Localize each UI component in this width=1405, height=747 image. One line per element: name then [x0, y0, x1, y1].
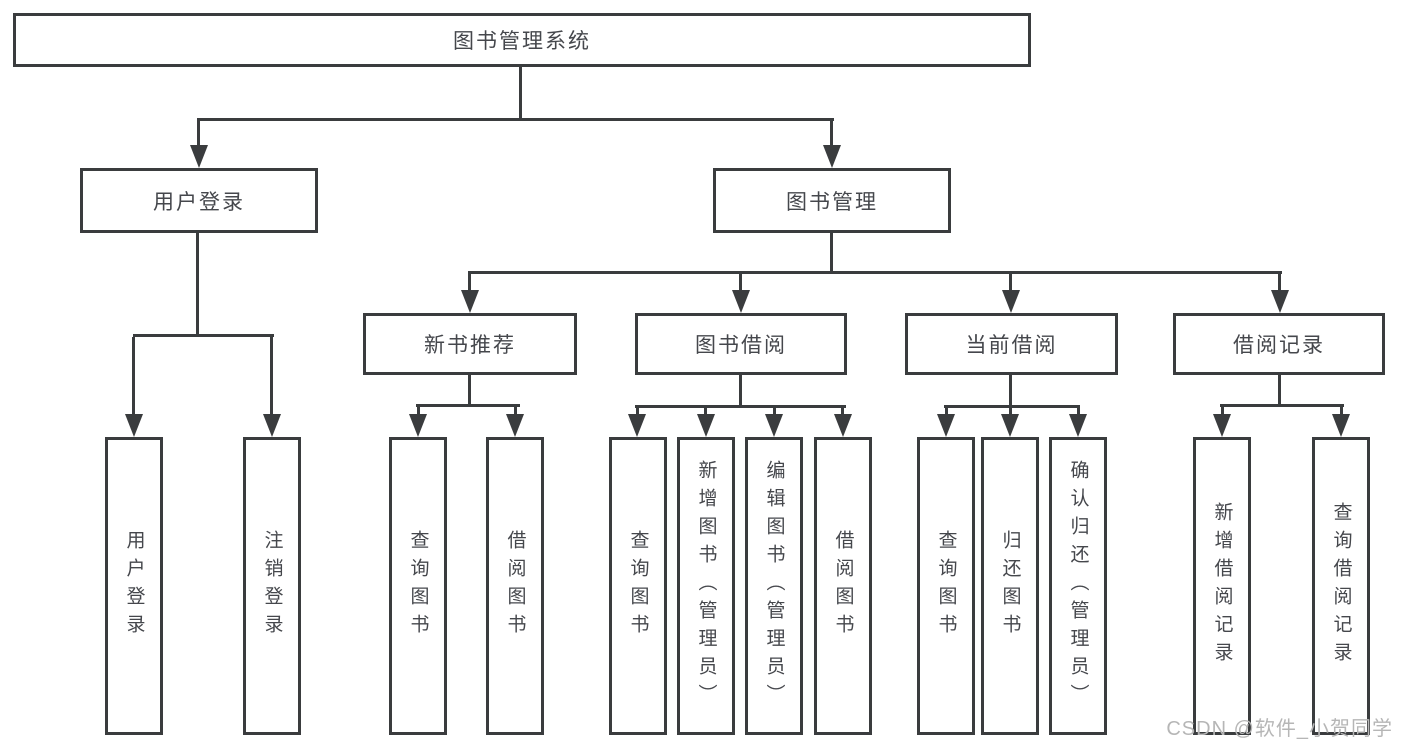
connector-line — [1278, 375, 1281, 406]
connector-line — [197, 118, 834, 121]
connector-line — [468, 274, 471, 292]
arrowhead-down-icon — [834, 414, 852, 437]
leaf-label: 新增图书（管理员） — [695, 460, 717, 712]
connector-line — [944, 405, 1080, 408]
leaf-logout: 注销登录 — [243, 437, 301, 735]
leaf-confirm-return-admin: 确认归还（管理员） — [1049, 437, 1107, 735]
leaf-add-borrow-record: 新增借阅记录 — [1193, 437, 1251, 735]
arrowhead-down-icon — [1069, 414, 1087, 437]
leaf-user-login: 用户登录 — [105, 437, 163, 735]
connector-line — [196, 232, 199, 336]
leaf-label: 用户登录 — [123, 530, 145, 642]
leaf-label: 借阅图书 — [832, 530, 854, 642]
connector-line — [1009, 408, 1012, 415]
arrowhead-down-icon — [263, 414, 281, 437]
connector-line — [197, 121, 200, 146]
arrowhead-down-icon — [1271, 290, 1289, 313]
leaf-query-books-borrowing: 查询图书 — [609, 437, 667, 735]
arrowhead-down-icon — [409, 414, 427, 437]
leaf-edit-book-admin: 编辑图书（管理员） — [745, 437, 803, 735]
connector-line — [1340, 407, 1343, 415]
node-user-login: 用户登录 — [80, 168, 318, 233]
node-new-book-recommend: 新书推荐 — [363, 313, 577, 375]
connector-line — [830, 232, 833, 273]
connector-line — [133, 334, 274, 337]
connector-line — [417, 407, 420, 415]
connector-line — [1077, 408, 1080, 415]
leaf-label: 归还图书 — [999, 530, 1021, 642]
arrowhead-down-icon — [125, 414, 143, 437]
arrowhead-down-icon — [1213, 414, 1231, 437]
leaf-borrow-books-recommend: 借阅图书 — [486, 437, 544, 735]
node-current-borrowing: 当前借阅 — [905, 313, 1118, 375]
connector-line — [468, 375, 471, 406]
connector-line — [704, 408, 707, 415]
leaf-label: 查询图书 — [935, 530, 957, 642]
leaf-label: 查询图书 — [407, 530, 429, 642]
connector-line — [519, 67, 522, 118]
connector-line — [1009, 274, 1012, 292]
leaf-label: 编辑图书（管理员） — [763, 460, 785, 712]
leaf-label: 新增借阅记录 — [1211, 502, 1233, 670]
connector-line — [514, 407, 517, 415]
node-book-management: 图书管理 — [713, 168, 951, 233]
connector-line — [739, 274, 742, 292]
arrowhead-down-icon — [628, 414, 646, 437]
leaf-label: 注销登录 — [261, 530, 283, 642]
node-book-borrowing: 图书借阅 — [635, 313, 847, 375]
connector-line — [1221, 407, 1224, 415]
leaf-query-books-recommend: 查询图书 — [389, 437, 447, 735]
node-label: 图书管理系统 — [453, 30, 591, 53]
arrowhead-down-icon — [1332, 414, 1350, 437]
arrowhead-down-icon — [937, 414, 955, 437]
leaf-label: 确认归还（管理员） — [1067, 460, 1089, 712]
connector-line — [1278, 274, 1281, 292]
connector-line — [773, 408, 776, 415]
node-label: 图书管理 — [786, 190, 878, 214]
connector-line — [1009, 375, 1012, 407]
node-label: 当前借阅 — [965, 334, 1058, 357]
connector-line — [739, 375, 742, 407]
leaf-label: 借阅图书 — [504, 530, 526, 642]
connector-line — [841, 408, 844, 415]
connector-line — [945, 408, 948, 415]
arrowhead-down-icon — [1002, 290, 1020, 313]
leaf-label: 查询借阅记录 — [1330, 502, 1352, 670]
node-borrow-records: 借阅记录 — [1173, 313, 1385, 375]
connector-line — [132, 337, 135, 414]
arrowhead-down-icon — [697, 414, 715, 437]
leaf-query-books-current: 查询图书 — [917, 437, 975, 735]
node-library-system: 图书管理系统 — [13, 13, 1031, 67]
node-label: 用户登录 — [153, 190, 245, 214]
arrowhead-down-icon — [732, 290, 750, 313]
connector-line — [468, 271, 1282, 274]
connector-line — [635, 405, 846, 408]
arrowhead-down-icon — [765, 414, 783, 437]
arrowhead-down-icon — [506, 414, 524, 437]
leaf-query-borrow-record: 查询借阅记录 — [1312, 437, 1370, 735]
connector-line — [636, 408, 639, 415]
leaf-return-book: 归还图书 — [981, 437, 1039, 735]
arrowhead-down-icon — [190, 145, 208, 168]
node-label: 借阅记录 — [1233, 334, 1325, 357]
leaf-borrow-books: 借阅图书 — [814, 437, 872, 735]
connector-line — [416, 404, 520, 407]
connector-line — [1220, 404, 1344, 407]
leaf-add-book-admin: 新增图书（管理员） — [677, 437, 735, 735]
arrowhead-down-icon — [1001, 414, 1019, 437]
connector-line — [830, 121, 833, 146]
leaf-label: 查询图书 — [627, 530, 649, 642]
arrowhead-down-icon — [823, 145, 841, 168]
watermark: CSDN @软件_小贺同学 — [1166, 718, 1393, 740]
node-label: 新书推荐 — [424, 334, 516, 357]
arrowhead-down-icon — [461, 290, 479, 313]
connector-line — [270, 337, 273, 414]
node-label: 图书借阅 — [695, 334, 787, 357]
